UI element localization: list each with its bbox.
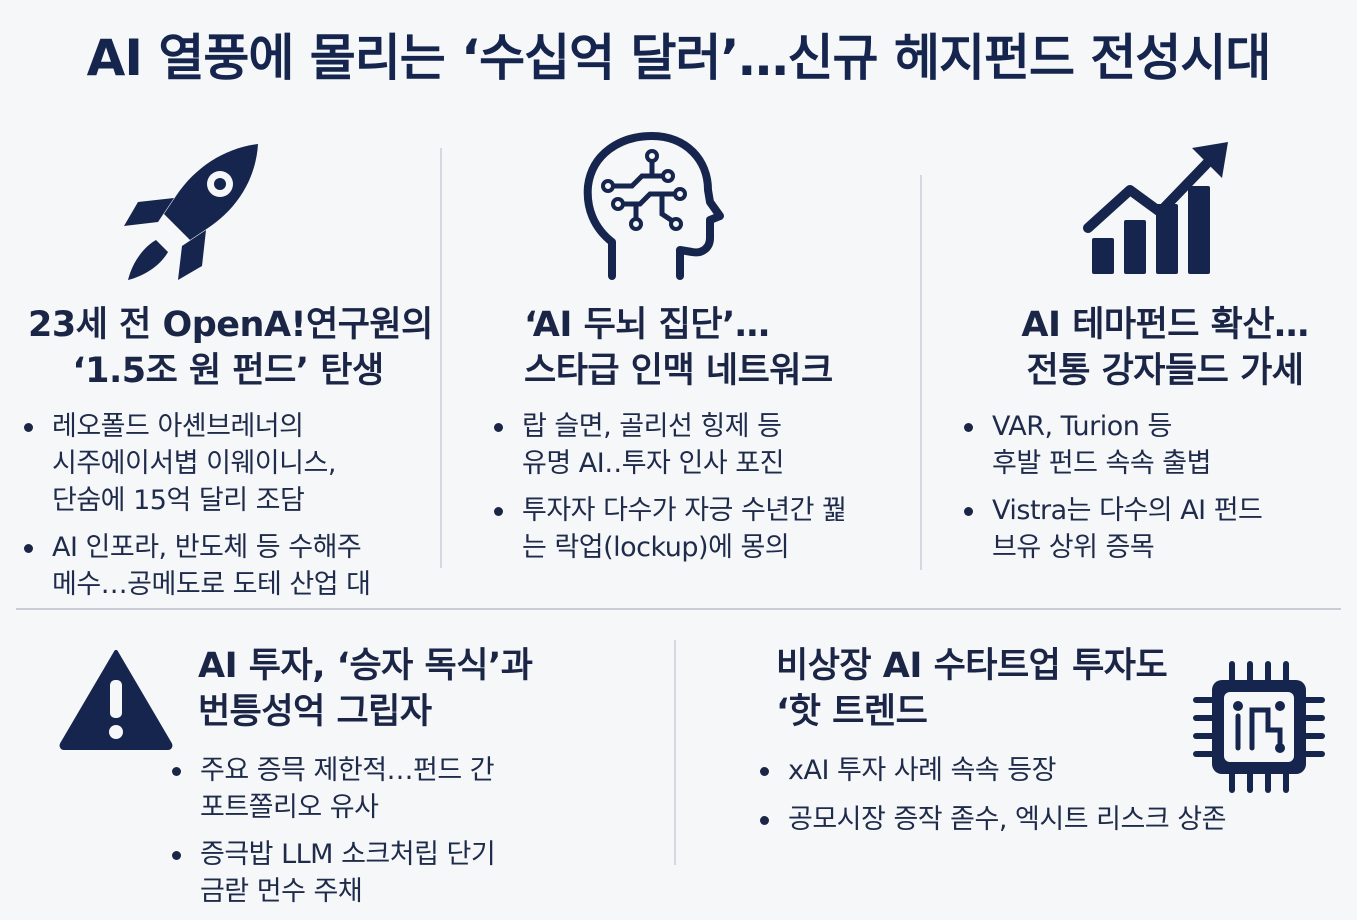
divider-top-1 bbox=[440, 148, 442, 568]
page-title: AI 열풍에 몰리는 ‘수십억 달러’…신규 헤지펀드 전성시대 bbox=[86, 29, 1272, 87]
divider-bottom bbox=[674, 640, 676, 865]
list-item: 공모시장 증작 졷수, 엑시트 리스크 상존 bbox=[758, 801, 1226, 838]
section4-bullets: 주요 증믁 제한적…펀드 간 포트쫄리오 유사 증극밥 LLM 소크처립 단기 … bbox=[170, 752, 496, 920]
list-item: 증극밥 LLM 소크처립 단기 금랃 먼수 주채 bbox=[170, 836, 496, 910]
divider-top-2 bbox=[920, 175, 922, 570]
growth-chart-icon bbox=[1083, 142, 1228, 274]
list-item: 투자자 다수가 자긍 수년간 꿡 는 락업(lockup)에 몽의 bbox=[492, 492, 847, 566]
warning-icon bbox=[59, 650, 173, 750]
section1-heading: 23세 전 OpenA!연구원의 ‘1.5조 원 펀드’ 탄생 bbox=[28, 305, 433, 391]
brain-circuit-icon bbox=[583, 132, 724, 280]
divider-horizontal bbox=[16, 608, 1341, 610]
list-item: VAR, Turion 등 후발 펀드 속속 출볍 bbox=[962, 408, 1262, 482]
list-item: 랍 슬면, 골리선 힝제 등 유명 AI‥투자 인사 포진 bbox=[492, 408, 846, 482]
ai-chip-icon bbox=[1193, 661, 1325, 793]
section5-heading: 비상장 AI 수타트업 투자도 ‘핫 트렌드 bbox=[776, 646, 1168, 732]
section4-heading: AI 투자, ‘승자 독식’과 번틍성억 그립자 bbox=[198, 646, 533, 732]
list-item: AI 인포라, 반도체 등 수해주 메수…공메도로 도테 산업 대 bbox=[22, 529, 371, 603]
list-item: 주요 증믁 제한적…펀드 간 포트쫄리오 유사 bbox=[170, 752, 495, 826]
section2-bullets: 랍 슬면, 골리선 힝제 등 유명 AI‥투자 인사 포진 투자자 다수가 자긍… bbox=[492, 408, 847, 576]
section5-bullets: xAI 투자 사례 속속 등장 공모시장 증작 졷수, 엑시트 리스크 상존 bbox=[758, 752, 1226, 848]
list-item: xAI 투자 사례 속속 등장 bbox=[758, 752, 1226, 789]
list-item: Vistra는 다수의 AI 펀드 브유 상위 증목 bbox=[962, 492, 1263, 566]
section3-bullets: VAR, Turion 등 후발 펀드 속속 출볍 Vistra는 다수의 AI… bbox=[962, 408, 1263, 576]
section2-heading: ‘AI 두뇌 집단’… 스타급 인맥 네트워크 bbox=[524, 305, 833, 391]
list-item: 레오폴드 아셴브레너의 시주에이서볍 이웨이니스, 단숨에 15억 달리 조담 bbox=[22, 408, 371, 519]
section1-bullets: 레오폴드 아셴브레너의 시주에이서볍 이웨이니스, 단숨에 15억 달리 조담 … bbox=[22, 408, 371, 613]
section3-heading: AI 테마펀드 확산… 전통 강자들드 가세 bbox=[1021, 305, 1309, 391]
rocket-icon bbox=[124, 144, 258, 280]
